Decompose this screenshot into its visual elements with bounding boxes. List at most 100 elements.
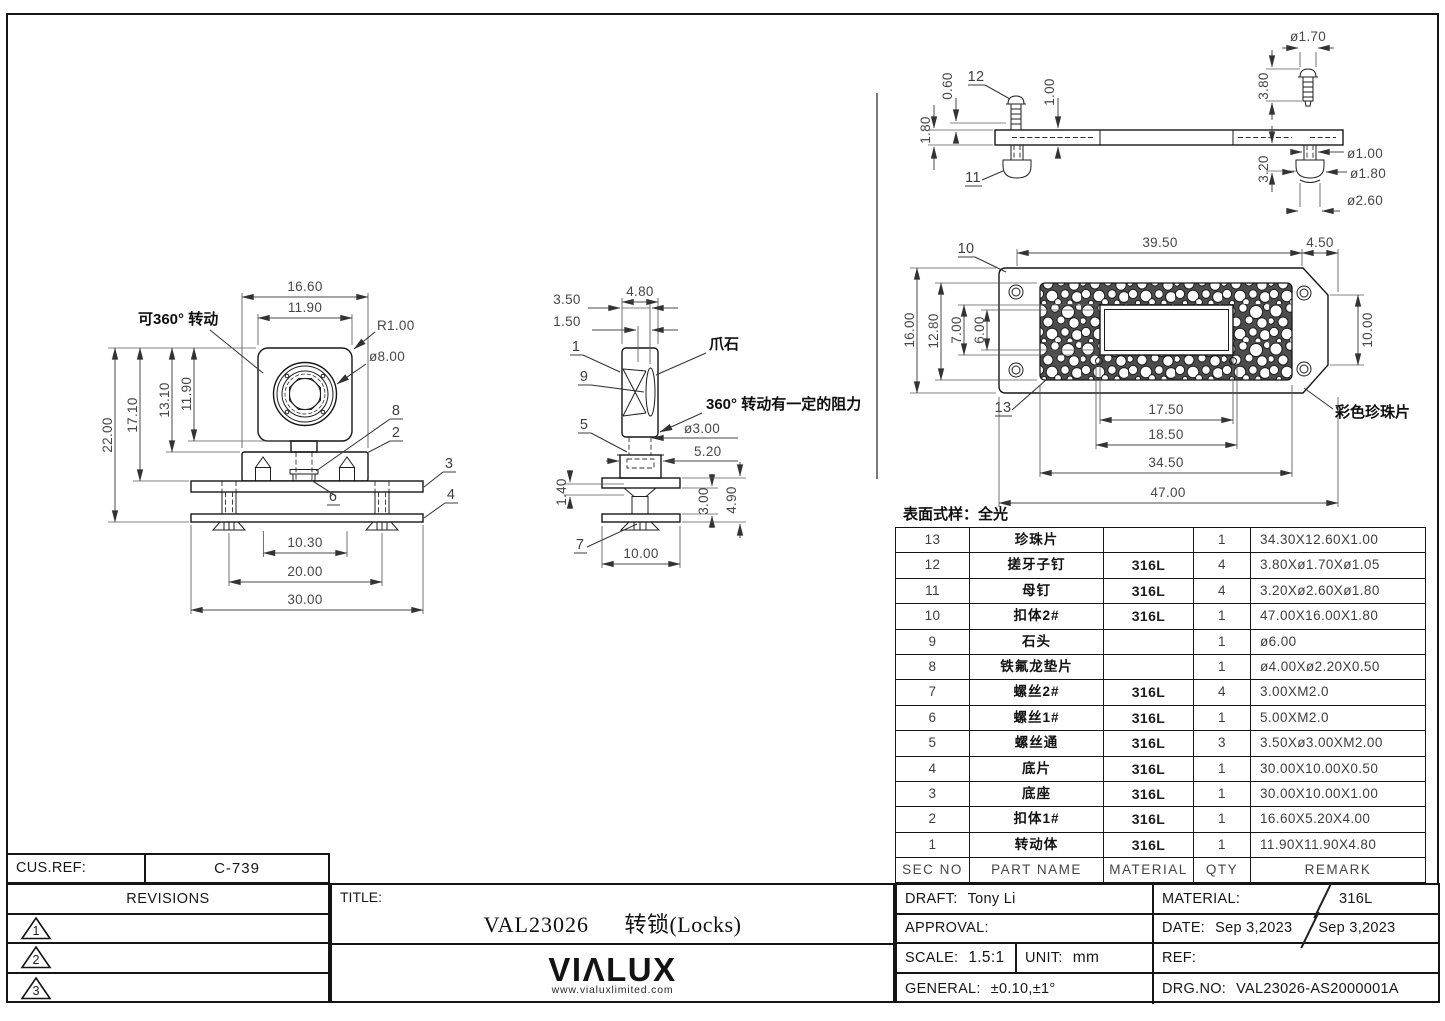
balloon-5: 5 xyxy=(580,417,588,433)
bom-remark: 30.00X10.00X0.50 xyxy=(1251,757,1425,782)
dim-front-2200: 22.00 xyxy=(100,417,115,452)
balloon-8: 8 xyxy=(392,403,400,419)
dim-edge-dia100: ø1.00 xyxy=(1347,146,1383,161)
bom-qty: 1 xyxy=(1194,781,1251,808)
revision-row-1: 1 xyxy=(8,915,328,944)
unit-cell: UNIT: mm xyxy=(1015,944,1152,972)
bom-remark: 16.60X5.20X4.00 xyxy=(1251,807,1425,833)
general-cell: GENERAL: ±0.10,±1° xyxy=(897,974,1152,1004)
dim-front-2000: 20.00 xyxy=(287,564,322,579)
bom-sec-no: 12 xyxy=(896,553,970,579)
bom-part-name: 螺丝1# xyxy=(970,705,1104,732)
bom-qty: 1 xyxy=(1194,705,1251,732)
revision-row-2: 2 xyxy=(8,944,328,974)
dim-edge-dia170: ø1.70 xyxy=(1290,29,1326,44)
bom-sec-no: 3 xyxy=(896,781,970,808)
bom-qty: 1 xyxy=(1194,629,1251,655)
bom-material: 316L xyxy=(1104,832,1194,859)
bom-qty: 1 xyxy=(1194,528,1251,554)
bom-sec-no: 8 xyxy=(896,654,970,681)
bom-sec-no: 2 xyxy=(896,807,970,833)
dim-face-1750: 17.50 xyxy=(1148,402,1183,417)
bom-qty: 1 xyxy=(1194,832,1251,859)
balloon-11: 11 xyxy=(965,170,981,186)
balloon-10: 10 xyxy=(958,241,975,257)
bom-material xyxy=(1104,654,1194,681)
dim-edge-dia180: ø1.80 xyxy=(1350,166,1386,181)
bom-sec-no: 7 xyxy=(896,680,970,706)
date-slash xyxy=(1300,911,1320,948)
bom-part-name: 母钉 xyxy=(970,578,1104,605)
bom-sec-no: 9 xyxy=(896,629,970,655)
ref-cell: REF: xyxy=(1152,944,1438,972)
dim-edge-dia260: ø2.60 xyxy=(1347,193,1383,208)
bom-qty: 1 xyxy=(1194,756,1251,782)
bom-header-sec-no: SEC NO xyxy=(896,858,970,884)
bom-material: 316L xyxy=(1104,705,1194,732)
dim-face-3450: 34.50 xyxy=(1148,455,1183,470)
dim-face-4700: 47.00 xyxy=(1150,485,1185,500)
balloon-9: 9 xyxy=(580,369,588,385)
svg-text:2: 2 xyxy=(33,953,40,967)
general-label: GENERAL: xyxy=(905,980,981,997)
dim-side-dia300: ø3.00 xyxy=(684,421,720,436)
bom-qty: 4 xyxy=(1194,553,1251,579)
bom-material: 316L xyxy=(1104,756,1194,782)
title-area: TITLE: VAL23026 转锁(Locks) VIΛLUX www.via… xyxy=(330,883,895,1003)
balloon-7: 7 xyxy=(576,537,584,553)
bom-part-name: 扣体1# xyxy=(970,807,1104,833)
dim-face-600: 6.00 xyxy=(972,316,987,343)
dim-side-520: 5.20 xyxy=(694,444,721,459)
dim-front-dia800: ø8.00 xyxy=(369,349,405,364)
balloon-1: 1 xyxy=(572,339,580,355)
bom-qty: 4 xyxy=(1194,680,1251,706)
scale-value: 1.5:1 xyxy=(968,948,1005,966)
title-block-meta: DRAFT: Tony Li MATERIAL: 316L APPROVAL: … xyxy=(895,881,1440,1004)
bom-part-name: 底座 xyxy=(970,781,1104,808)
bom-table: 13 珍珠片 1 34.30X12.60X1.00 12 搓牙子钉 316L 4… xyxy=(895,527,1426,884)
bom-part-name: 扣体2# xyxy=(970,604,1104,630)
bom-header-part-name: PART NAME xyxy=(970,858,1104,884)
dim-side-140: 1.40 xyxy=(554,478,569,505)
surface-note: 表面式样：全光 xyxy=(903,505,1008,523)
title-label: TITLE: xyxy=(340,889,383,905)
dim-face-1280: 12.80 xyxy=(926,313,941,348)
title-cell: TITLE: VAL23026 转锁(Locks) xyxy=(332,885,893,945)
approval-label: APPROVAL: xyxy=(905,920,989,937)
bom-sec-no: 1 xyxy=(896,832,970,859)
material-cell: MATERIAL: 316L xyxy=(1152,881,1438,919)
dim-face-700: 7.00 xyxy=(949,316,964,343)
bom-sec-no: 10 xyxy=(896,604,970,630)
side-stone-label: 爪石 xyxy=(709,336,739,353)
dim-front-1660: 16.60 xyxy=(287,279,322,294)
unit-value: mm xyxy=(1072,948,1100,966)
dim-front-1030: 10.30 xyxy=(287,535,322,550)
title-part-number: VAL23026 xyxy=(483,912,589,937)
drg-no-value: VAL23026-AS2000001A xyxy=(1236,980,1399,997)
balloon-6: 6 xyxy=(329,489,337,505)
revisions-block: REVISIONS 1 2 3 xyxy=(6,883,330,1003)
bom-remark: 5.00XM2.0 xyxy=(1251,706,1425,732)
material-label: MATERIAL: xyxy=(1162,890,1241,907)
bom-remark: 47.00X16.00X1.80 xyxy=(1251,604,1425,630)
bom-qty: 1 xyxy=(1194,654,1251,681)
bom-remark: 3.20Xø2.60Xø1.80 xyxy=(1251,579,1425,605)
general-value: ±0.10,±1° xyxy=(990,980,1056,997)
pearl-sheet-label: 彩色珍珠片 xyxy=(1334,403,1410,421)
dim-side-1000: 10.00 xyxy=(623,546,658,561)
bom-remark: ø6.00 xyxy=(1251,630,1425,655)
bom-part-name: 螺丝通 xyxy=(970,731,1104,757)
bom-sec-no: 11 xyxy=(896,578,970,605)
svg-text:1: 1 xyxy=(33,924,40,938)
bom-material: 316L xyxy=(1104,781,1194,808)
plate-face-view: 39.50 4.50 16.00 12.80 7.00 6.00 10.00 1… xyxy=(902,235,1410,523)
dim-front-3000: 30.00 xyxy=(287,592,322,607)
side-rotation-note: 360° 转动有一定的阻力 xyxy=(706,395,861,413)
bom-qty: 4 xyxy=(1194,578,1251,605)
bom-material xyxy=(1104,528,1194,554)
bom-header-material: MATERIAL xyxy=(1104,858,1194,884)
dim-side-300: 3.00 xyxy=(696,487,711,514)
dim-front-1710: 17.10 xyxy=(125,397,140,432)
drg-no-label: DRG.NO: xyxy=(1162,980,1227,997)
